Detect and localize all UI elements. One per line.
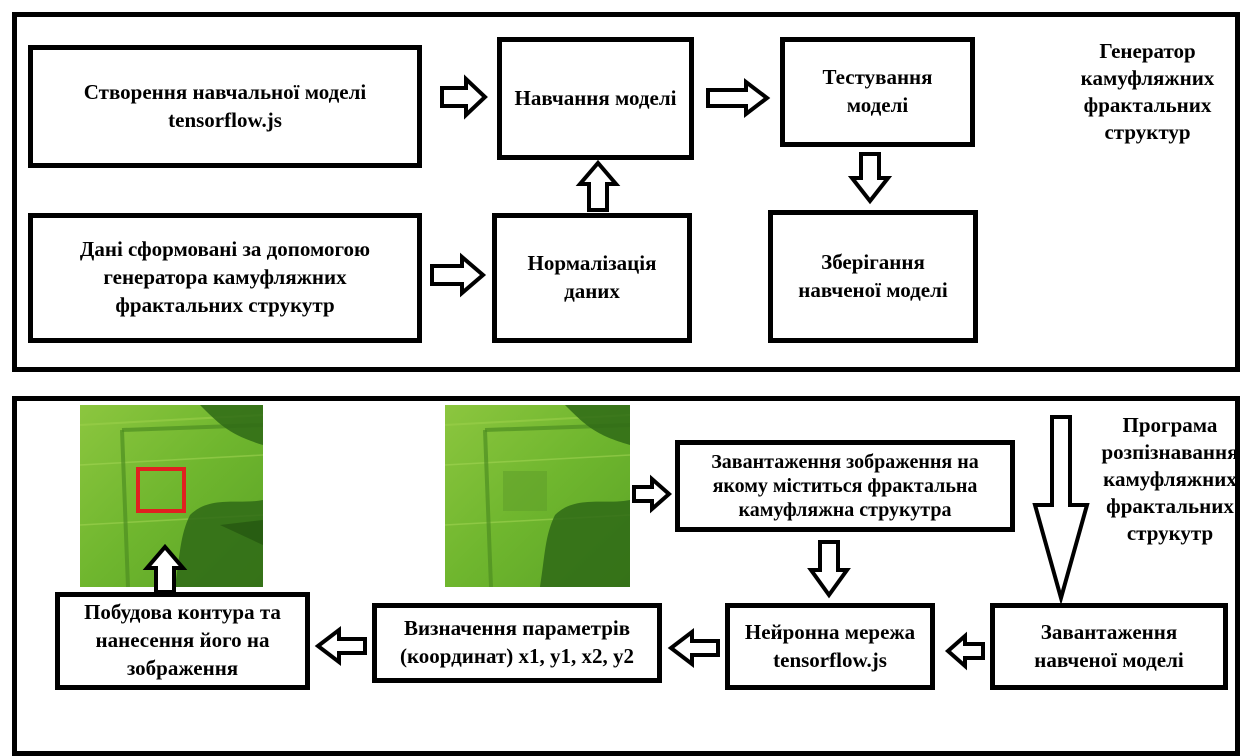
load-trained-model-box: Завантаження навченої моделі <box>990 603 1228 690</box>
load-image-box: Завантаження зображення на якому містить… <box>675 440 1015 532</box>
field-photo-input <box>445 405 630 587</box>
test-model-label: Тестування моделі <box>822 65 933 117</box>
recognition-panel-title: Програма розпізнавання камуфляжних фракт… <box>1101 413 1239 545</box>
test-model-box: Тестування моделі <box>780 37 975 147</box>
arrow-right-icon <box>706 77 771 119</box>
neural-net-label: Нейронна мережа tensorflow.js <box>744 619 916 672</box>
save-model-box: Зберігання навченої моделі <box>768 210 978 343</box>
contour-box: Побудова контура та нанесення його на зо… <box>55 592 310 690</box>
params-label: Визначення параметрів (координат) x1, y1… <box>399 616 635 668</box>
arrow-down-icon <box>847 152 893 205</box>
create-model-box: Створення навчальної моделі tensorflow.j… <box>28 45 422 168</box>
arrow-down-icon <box>807 540 851 599</box>
field-photo-with-detection <box>80 405 263 587</box>
arrow-left-icon <box>944 631 985 671</box>
arrow-up-icon <box>142 543 188 594</box>
load-trained-model-label: Завантаження навченої моделі <box>1034 619 1184 672</box>
data-source-box: Дані сформовані за допомогою генератора … <box>28 213 422 343</box>
load-image-label: Завантаження зображення на якому містить… <box>711 451 979 521</box>
normalize-label: Нормалізація даних <box>527 251 657 303</box>
train-model-label: Навчання моделі <box>514 85 677 110</box>
create-model-label: Створення навчальної моделі tensorflow.j… <box>83 79 367 132</box>
arrow-right-icon <box>632 474 673 514</box>
normalize-box: Нормалізація даних <box>492 213 692 343</box>
arrow-right-icon <box>440 74 488 120</box>
long-arrow-down-icon <box>1032 415 1090 606</box>
arrow-up-icon <box>575 159 621 212</box>
data-source-label: Дані сформовані за допомогою генератора … <box>79 237 371 317</box>
arrow-left-icon <box>667 627 720 669</box>
training-panel-title: Генератор камуфляжних фрактальних структ… <box>1080 39 1215 144</box>
arrow-left-icon <box>314 625 367 667</box>
train-model-box: Навчання моделі <box>497 37 694 160</box>
params-box: Визначення параметрів (координат) x1, y1… <box>372 603 662 683</box>
save-model-label: Зберігання навченої моделі <box>798 249 948 302</box>
contour-label: Побудова контура та нанесення його на зо… <box>84 600 281 680</box>
arrow-right-icon <box>430 252 487 298</box>
neural-net-box: Нейронна мережа tensorflow.js <box>725 603 935 690</box>
